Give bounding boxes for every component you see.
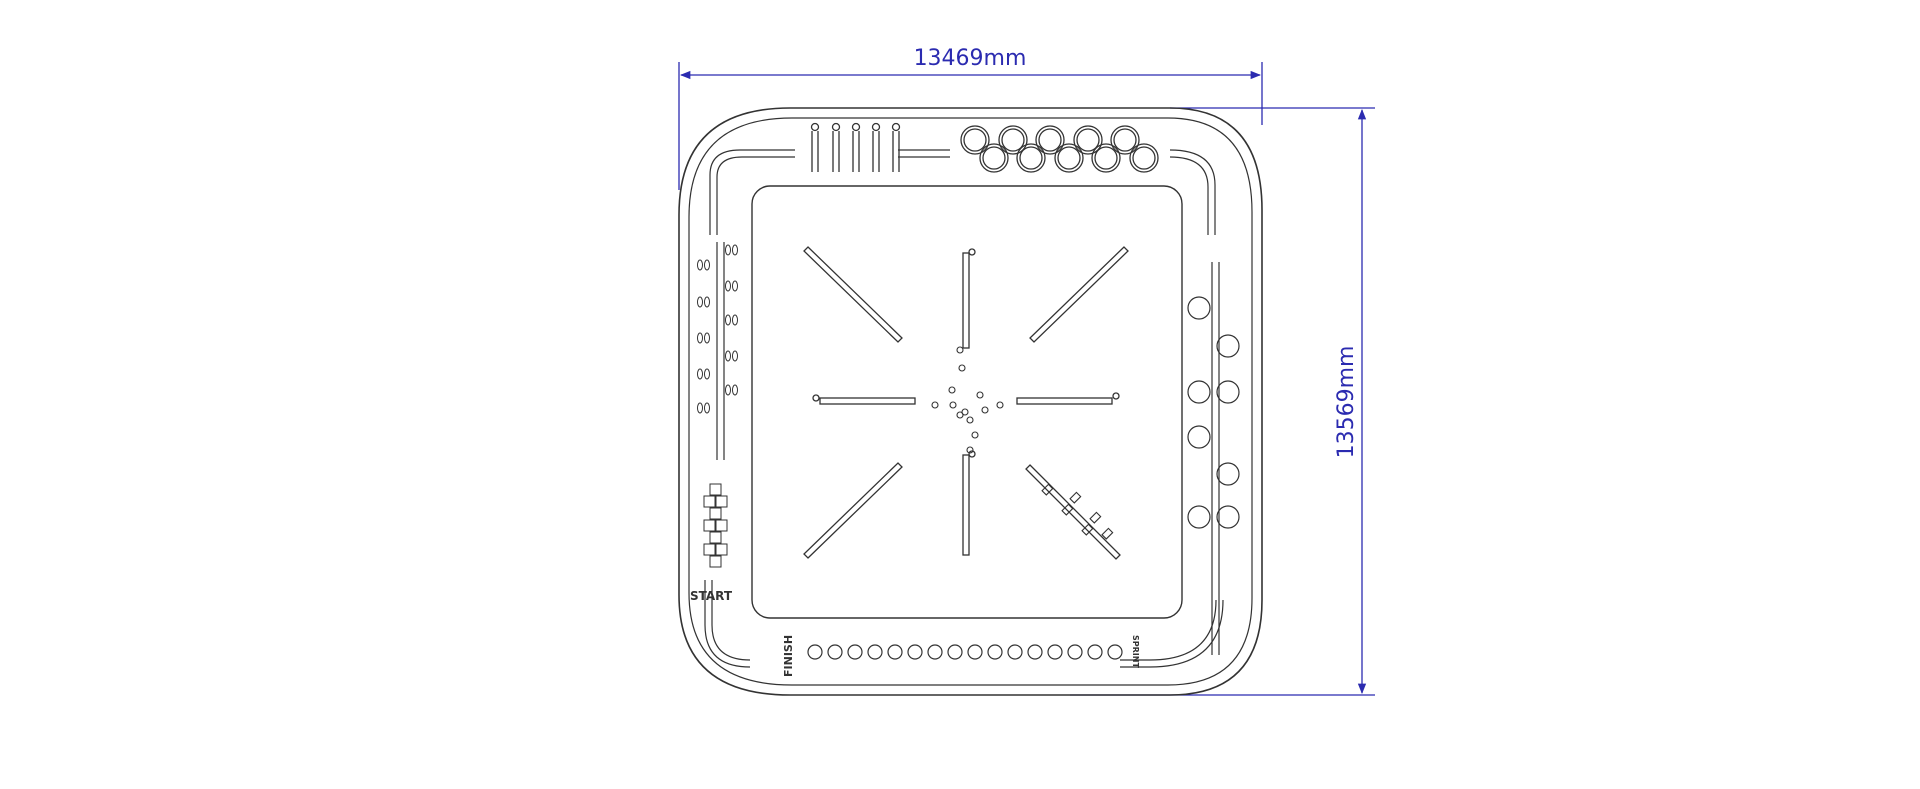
sprint-label: SPRINT — [1131, 635, 1140, 668]
footprints-left — [697, 244, 738, 414]
radial-beams — [803, 246, 1129, 560]
diagonal-ladder-rungs — [1041, 483, 1114, 540]
track-lane-lines — [704, 149, 1224, 668]
hopscotch-grid — [703, 483, 728, 568]
outer-boundary — [678, 107, 1263, 696]
sprint-circles-bottom — [807, 644, 1123, 660]
balance-beams-top — [810, 122, 901, 172]
width-dimension — [678, 62, 1263, 190]
width-dimension-label: 13469mm — [914, 46, 1027, 71]
stepping-rings-top — [960, 125, 1159, 173]
start-label: START — [690, 589, 733, 603]
inner-play-area — [751, 185, 1183, 619]
center-stepping-stones — [931, 346, 1004, 454]
height-dimension-label: 13569mm — [1334, 346, 1359, 459]
stepping-circles-right — [1187, 296, 1240, 529]
finish-label: FINISH — [782, 635, 795, 677]
